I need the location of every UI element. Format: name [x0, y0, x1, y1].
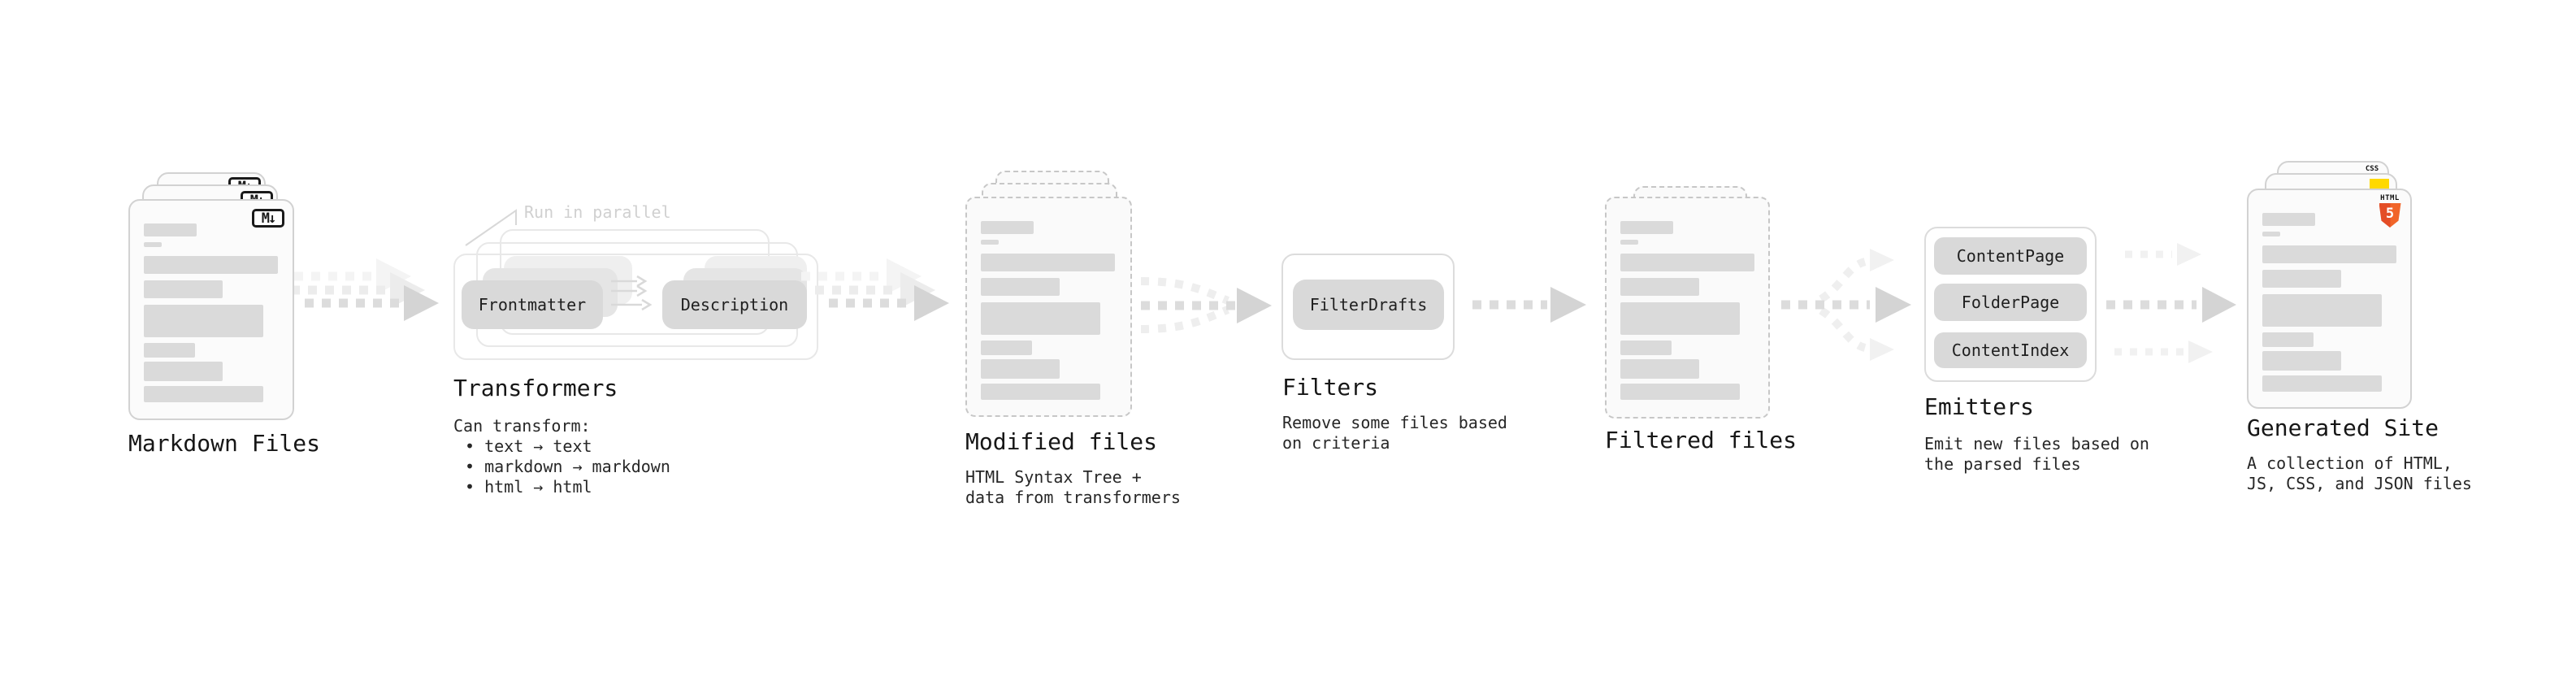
file-line-bar	[144, 362, 223, 381]
note-line: on criteria	[1282, 433, 1390, 453]
folderpage-pill: FolderPage	[1934, 284, 2087, 321]
css-icon-label: CSS	[2365, 165, 2379, 173]
file-line-bar	[1620, 359, 1699, 379]
arrow-filtered-to-emitters	[1781, 249, 1911, 361]
modified-notes: HTML Syntax Tree + data from transformer…	[965, 467, 1181, 508]
modified-file-card-front	[965, 197, 1132, 417]
html5-icon-number: 5	[2385, 206, 2395, 222]
stage-title-markdown-files: Markdown Files	[128, 430, 321, 457]
file-line-bar	[981, 359, 1060, 379]
file-line-bar	[981, 278, 1060, 296]
file-content-placeholder	[2262, 213, 2396, 392]
note-line: • html → html	[465, 477, 592, 497]
file-line-bar	[144, 343, 195, 358]
note-line: • text → text	[465, 436, 592, 456]
file-line-bar	[1620, 254, 1754, 271]
file-line-bar	[981, 254, 1115, 271]
file-line-bar	[2262, 375, 2382, 392]
transform-step-arrows	[611, 275, 653, 311]
stage-title-modified-files: Modified files	[965, 428, 1158, 455]
filtered-files-stack	[1605, 186, 1776, 426]
file-line-bar	[2262, 332, 2314, 347]
frontmatter-pill: Frontmatter	[462, 280, 603, 329]
note-line: data from transformers	[965, 488, 1181, 507]
arrow-emitters-to-generated	[2106, 243, 2236, 363]
modified-files-stack	[965, 171, 1136, 423]
generated-file-card-html: HTML 5	[2247, 189, 2412, 409]
file-line-bar	[1620, 278, 1699, 296]
arrow-transformers-to-modified	[801, 258, 949, 321]
contentpage-pill: ContentPage	[1934, 237, 2087, 275]
file-line-bar	[981, 302, 1100, 335]
note-line: Emit new files based on	[1924, 434, 2149, 453]
markdown-icon: M↓	[252, 209, 284, 228]
file-line-bar	[1620, 221, 1673, 234]
file-line-bar	[144, 305, 263, 337]
transformer-run-box-front	[453, 254, 818, 360]
generated-notes: A collection of HTML, JS, CSS, and JSON …	[2247, 453, 2472, 494]
html5-icon-label: HTML	[2380, 194, 2400, 202]
file-line-bar	[981, 240, 999, 245]
filtered-file-card-front	[1605, 197, 1770, 419]
note-line: JS, CSS, and JSON files	[2247, 474, 2472, 493]
note-line: • markdown → markdown	[465, 457, 670, 476]
note-line: Remove some files based	[1282, 413, 1507, 432]
note-line: A collection of HTML,	[2247, 453, 2452, 473]
generated-site-stack: CSS HTML 5	[2247, 161, 2418, 413]
arrow-filters-to-filtered	[1472, 287, 1586, 323]
stage-title-transformers: Transformers	[453, 375, 618, 401]
file-line-bar	[2262, 270, 2341, 288]
file-line-bar	[144, 256, 278, 274]
stage-title-filtered-files: Filtered files	[1605, 427, 1798, 453]
note-line: the parsed files	[1924, 454, 2081, 474]
file-line-bar	[1620, 340, 1672, 355]
arrow-modified-to-filters	[1140, 277, 1272, 333]
run-in-parallel-annotation: Run in parallel	[524, 202, 671, 222]
file-line-bar	[981, 221, 1034, 234]
emitters-notes: Emit new files based on the parsed files	[1924, 434, 2149, 475]
stage-title-generated-site: Generated Site	[2247, 414, 2439, 441]
note-line: Can transform:	[453, 416, 591, 436]
filterdrafts-pill: FilterDrafts	[1293, 280, 1444, 330]
file-line-bar	[1620, 240, 1638, 245]
file-line-bar	[1620, 384, 1740, 400]
filters-notes: Remove some files based on criteria	[1282, 413, 1507, 453]
file-line-bar	[981, 340, 1032, 355]
file-line-bar	[2262, 245, 2396, 263]
file-line-bar	[144, 280, 223, 298]
file-content-placeholder	[1620, 221, 1754, 400]
file-line-bar	[1620, 302, 1740, 335]
file-line-bar	[2262, 351, 2341, 371]
file-line-bar	[2262, 213, 2315, 226]
file-line-bar	[2262, 294, 2382, 327]
stage-title-emitters: Emitters	[1924, 393, 2034, 420]
file-line-bar	[144, 386, 263, 402]
stage-title-filters: Filters	[1282, 374, 1379, 401]
html5-icon: HTML 5	[2376, 194, 2404, 228]
run-in-parallel-callout-line	[465, 209, 517, 246]
file-content-placeholder	[144, 223, 278, 402]
file-line-bar	[144, 242, 162, 247]
file-line-bar	[144, 223, 197, 236]
description-pill: Description	[662, 280, 807, 329]
arrow-markdown-to-transformers	[277, 258, 439, 321]
note-line: HTML Syntax Tree +	[965, 467, 1142, 487]
file-line-bar	[2262, 232, 2280, 236]
transformers-notes: Can transform: • text → text • markdown …	[453, 416, 670, 497]
markdown-file-card-front: M↓	[128, 199, 294, 420]
markdown-files-stack: M↓ M↓ M↓	[128, 172, 299, 424]
file-line-bar	[981, 384, 1100, 400]
contentindex-pill: ContentIndex	[1934, 332, 2087, 368]
file-content-placeholder	[981, 221, 1115, 400]
js-icon	[2370, 179, 2389, 189]
